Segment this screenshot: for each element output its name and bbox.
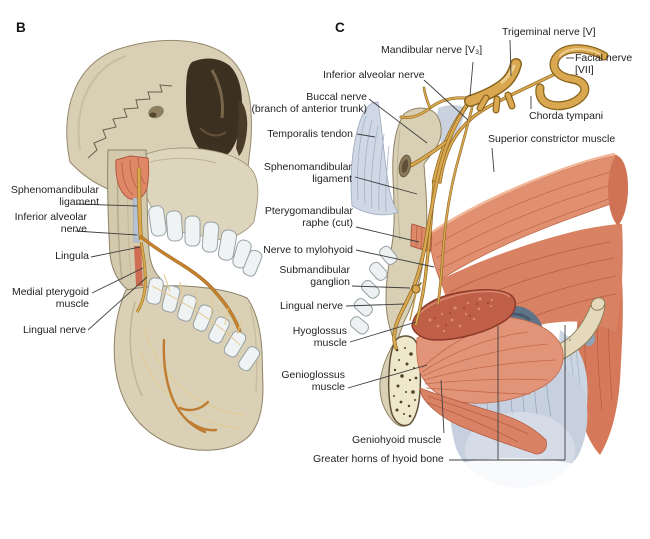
- label-lingual-nerve-b: Lingual nerve: [22, 324, 86, 336]
- panel-b-teeth: [146, 205, 263, 372]
- submandibular-ganglion-dot: [411, 284, 421, 294]
- panel-c-teeth: [349, 245, 398, 335]
- panel-b-muscle-nerves: [115, 155, 246, 434]
- label-pterygomandibular-raphe: Pterygomandibular raphe (cut): [264, 205, 353, 230]
- label-greater-horns-of-hyoid-bone: Greater horns of hyoid bone: [313, 453, 444, 465]
- panel-b-letter: B: [16, 20, 26, 35]
- label-lingual-nerve-c: Lingual nerve: [279, 300, 343, 312]
- mandible-cross-section: [387, 335, 422, 427]
- label-hyoglossus-muscle: Hyoglossus muscle: [292, 325, 347, 350]
- label-inferior-alveolar-nerve-c: Inferior alveolar nerve: [323, 69, 425, 81]
- label-facial-nerve: Facial nerve [VII]: [575, 52, 633, 77]
- label-submandibular-ganglion: Submandibular ganglion: [279, 264, 350, 289]
- panel-c-letter: C: [335, 20, 345, 35]
- label-chorda-tympani: Chorda tympani: [529, 110, 604, 122]
- label-lingula: Lingula: [55, 250, 89, 262]
- label-geniohyoid-muscle: Geniohyoid muscle: [352, 434, 442, 446]
- label-genioglossus-muscle: Genioglossus muscle: [281, 369, 345, 394]
- label-trigeminal-nerve: Trigeminal nerve [V]: [502, 26, 596, 38]
- panel-c-nerves: [392, 44, 609, 350]
- medial-pterygoid-muscle-shape: [134, 246, 143, 286]
- label-superior-constrictor-muscle: Superior constrictor muscle: [488, 133, 616, 145]
- label-nerve-to-mylohyoid: Nerve to mylohyoid: [263, 244, 353, 256]
- superior-constrictor-ribbon: [429, 152, 628, 281]
- label-mandibular-nerve: Mandibular nerve [V₃]: [381, 44, 483, 56]
- label-buccal-nerve: Buccal nerve (branch of anterior trunk): [251, 91, 367, 116]
- geniohyoid-shape: [419, 387, 547, 455]
- label-inferior-alveolar-nerve-b: Inferior alveolar nerve: [14, 211, 87, 236]
- label-temporalis-tendon: Temporalis tendon: [267, 128, 353, 140]
- label-sphenomandibular-ligament-c: Sphenomandibular ligament: [263, 161, 352, 186]
- bottom-fade: [380, 455, 650, 539]
- temporalis-tendon-shape: [350, 101, 399, 216]
- label-sphenomandibular-ligament-b: Sphenomandibular ligament: [10, 184, 99, 209]
- leader-lines: [74, 39, 574, 461]
- label-medial-pterygoid-muscle: Medial pterygoid muscle: [11, 286, 89, 311]
